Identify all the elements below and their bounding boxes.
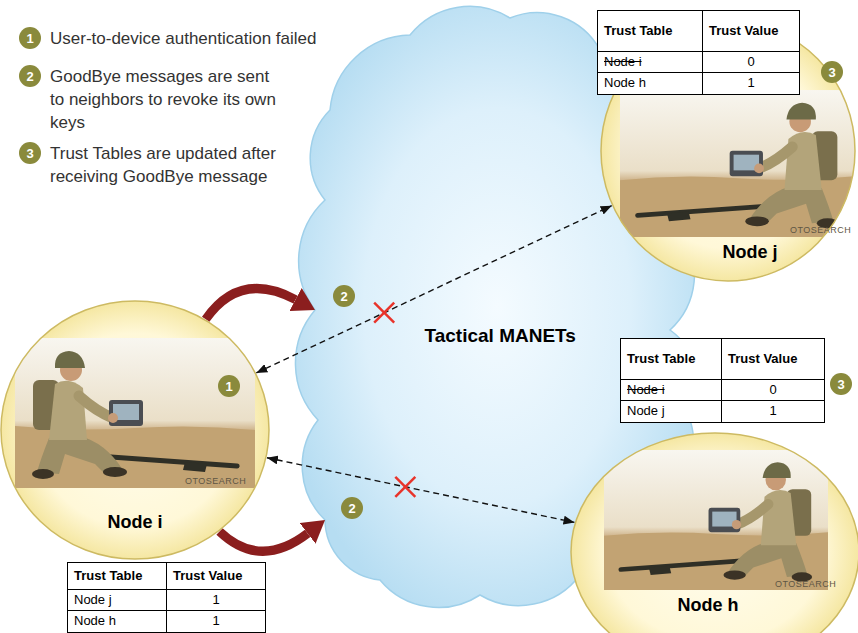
callout-number: 2 bbox=[340, 290, 347, 303]
node-circle: Node i bbox=[0, 300, 270, 560]
watermark: OTOSEARCH bbox=[775, 579, 836, 589]
node-label: Node j bbox=[723, 242, 778, 263]
table-cell: Node i bbox=[621, 380, 721, 400]
broadcast-arrow bbox=[206, 288, 296, 319]
step-description: Trust Tables are updated after receiving… bbox=[50, 142, 285, 188]
watermark: OTOSEARCH bbox=[790, 225, 851, 235]
table-header-cell: Trust Value bbox=[167, 563, 265, 589]
table-cell: 1 bbox=[167, 611, 265, 631]
broadcast-arrow bbox=[220, 531, 308, 551]
table-cell: 1 bbox=[703, 73, 799, 93]
table-cell: 0 bbox=[703, 52, 799, 72]
ellipse-fill bbox=[571, 433, 858, 633]
step-description: User-to-device authentication failed bbox=[50, 27, 320, 50]
table-header-cell: Trust Table bbox=[621, 339, 721, 379]
soldier-illustration bbox=[620, 90, 855, 237]
node-label: Node i bbox=[108, 512, 163, 533]
ellipse-border bbox=[1, 301, 269, 559]
soldier-illustration bbox=[15, 338, 255, 488]
callout-number: 2 bbox=[26, 70, 33, 83]
ellipse-border bbox=[571, 433, 858, 633]
node-label: Node h bbox=[678, 595, 739, 616]
table-cell: Node h bbox=[68, 611, 166, 631]
table-header-cell: Trust Table bbox=[68, 563, 166, 589]
callout-number: 3 bbox=[837, 378, 844, 391]
callout-badge: 1 bbox=[218, 375, 240, 397]
callout-number: 3 bbox=[26, 147, 33, 160]
soldier-figure bbox=[604, 450, 828, 590]
callout-number: 2 bbox=[348, 502, 355, 515]
soldier-illustration bbox=[604, 450, 828, 590]
table-header-cell: Trust Table bbox=[598, 11, 702, 51]
callout-badge: 3 bbox=[830, 373, 852, 395]
trust-table: Trust TableTrust ValueNode j1Node h1 bbox=[67, 562, 266, 633]
callout-number: 1 bbox=[26, 32, 33, 45]
table-cell: 0 bbox=[722, 380, 824, 400]
table-cell: Node j bbox=[621, 401, 721, 421]
callout-number: 1 bbox=[225, 380, 232, 393]
callout-badge: 2 bbox=[333, 285, 355, 307]
callout-badge: 2 bbox=[341, 497, 363, 519]
soldier-photo bbox=[604, 450, 828, 590]
callout-badge: 2 bbox=[19, 65, 41, 87]
watermark: OTOSEARCH bbox=[185, 476, 246, 486]
callout-badge: 3 bbox=[821, 61, 843, 83]
ellipse-fill bbox=[1, 301, 269, 559]
table-cell: 1 bbox=[167, 590, 265, 610]
soldier-photo bbox=[15, 338, 255, 488]
trust-table: Trust TableTrust ValueNode i0Node j1 bbox=[620, 338, 825, 423]
table-header-cell: Trust Value bbox=[722, 339, 824, 379]
table-header-cell: Trust Value bbox=[703, 11, 799, 51]
trust-table: Trust TableTrust ValueNode i0Node h1 bbox=[597, 10, 800, 95]
table-cell: Node i bbox=[598, 52, 702, 72]
callout-badge: 3 bbox=[19, 142, 41, 164]
soldier-photo bbox=[620, 90, 855, 237]
callout-number: 3 bbox=[828, 66, 835, 79]
step-description: GoodBye messages are sent to neighbors t… bbox=[50, 65, 285, 134]
soldier-figure bbox=[620, 90, 855, 237]
table-cell: Node h bbox=[598, 73, 702, 93]
table-cell: 1 bbox=[722, 401, 824, 421]
table-cell: Node j bbox=[68, 590, 166, 610]
callout-badge: 1 bbox=[19, 27, 41, 49]
node-circle: Node h bbox=[570, 432, 858, 633]
soldier-figure bbox=[15, 338, 255, 488]
cloud-label: Tactical MANETs bbox=[425, 325, 576, 347]
